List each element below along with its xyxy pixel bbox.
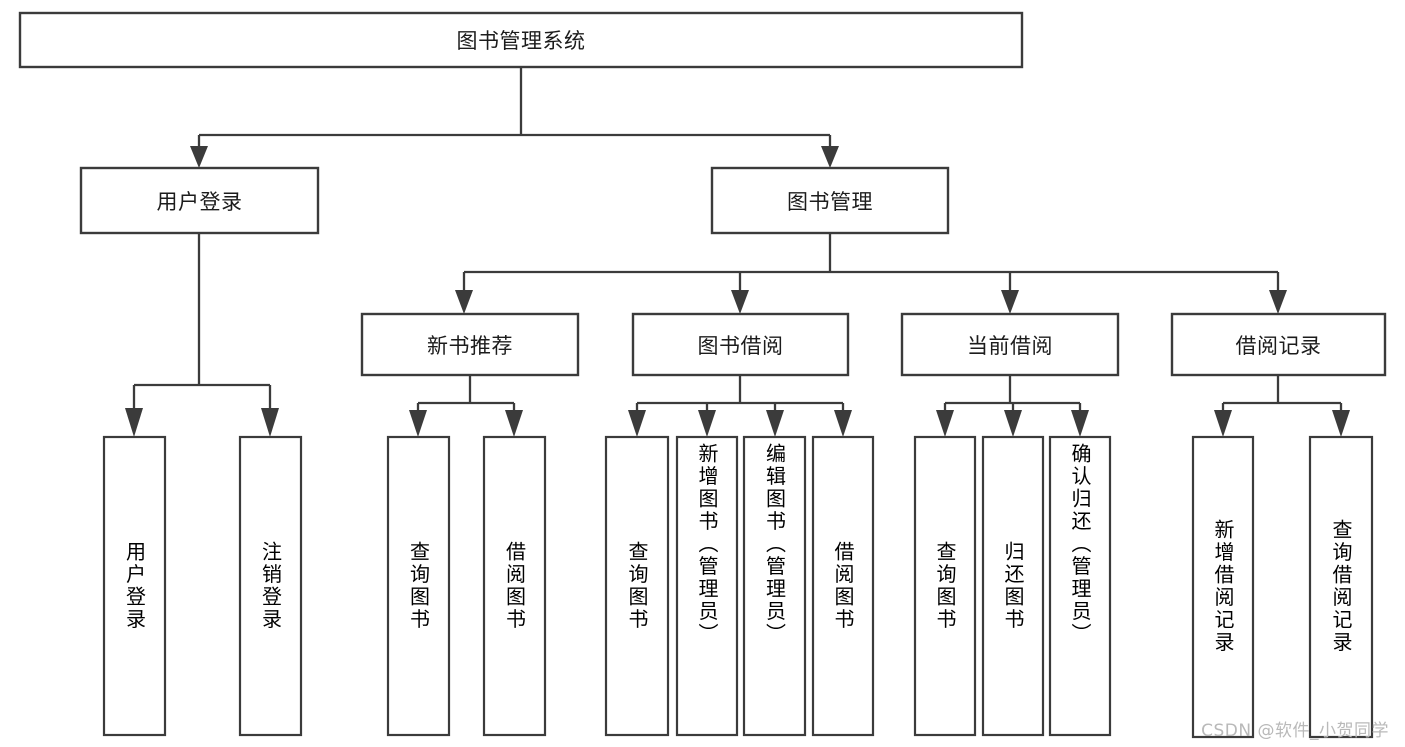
node-rect-leaf-user-logout[interactable] xyxy=(238,435,303,737)
node-rect-leaf-borrow-book-1[interactable] xyxy=(482,435,547,737)
arrow-leaf-query-book-2 xyxy=(628,410,646,437)
arrow-new-book-recommend xyxy=(455,290,473,314)
node-rect-current-borrow[interactable] xyxy=(900,312,1120,377)
arrow-current-borrow xyxy=(1001,290,1019,314)
node-rect-book-borrow[interactable] xyxy=(631,312,850,377)
arrow-book-borrow xyxy=(731,290,749,314)
arrow-leaf-edit-book xyxy=(766,410,784,437)
node-rect-root[interactable] xyxy=(18,11,1024,69)
arrow-leaf-borrow-book-1 xyxy=(505,410,523,437)
node-rect-leaf-add-book[interactable] xyxy=(675,435,739,737)
arrow-leaf-borrow-book-2 xyxy=(834,410,852,437)
arrow-book-manage xyxy=(821,146,839,168)
node-rect-leaf-return-book[interactable] xyxy=(981,435,1045,737)
node-rect-leaf-borrow-book-2[interactable] xyxy=(811,435,875,737)
node-rect-leaf-query-book-2[interactable] xyxy=(604,435,670,737)
node-rect-leaf-edit-book[interactable] xyxy=(742,435,807,737)
arrow-leaf-user-logout xyxy=(261,408,279,437)
node-rect-leaf-add-record[interactable] xyxy=(1191,435,1255,739)
node-rect-leaf-confirm-return[interactable] xyxy=(1048,435,1112,737)
arrow-leaf-user-login xyxy=(125,408,143,437)
node-rect-leaf-user-login[interactable] xyxy=(102,435,167,737)
node-rect-leaf-query-record[interactable] xyxy=(1308,435,1374,739)
node-rect-user-login[interactable] xyxy=(79,166,320,235)
arrow-leaf-add-book xyxy=(698,410,716,437)
arrow-leaf-query-book-1 xyxy=(409,410,427,437)
node-rect-borrow-record[interactable] xyxy=(1170,312,1387,377)
node-rect-leaf-query-book-1[interactable] xyxy=(386,435,451,737)
arrow-leaf-query-record xyxy=(1332,410,1350,437)
arrow-borrow-record xyxy=(1269,290,1287,314)
arrow-user-login xyxy=(190,146,208,168)
arrow-leaf-confirm-return xyxy=(1071,410,1089,437)
arrow-leaf-query-book-3 xyxy=(936,410,954,437)
node-rect-new-book-recommend[interactable] xyxy=(360,312,580,377)
node-rect-leaf-query-book-3[interactable] xyxy=(913,435,977,737)
node-rect-book-manage[interactable] xyxy=(710,166,950,235)
arrow-leaf-return-book xyxy=(1004,410,1022,437)
arrow-leaf-add-record xyxy=(1214,410,1232,437)
